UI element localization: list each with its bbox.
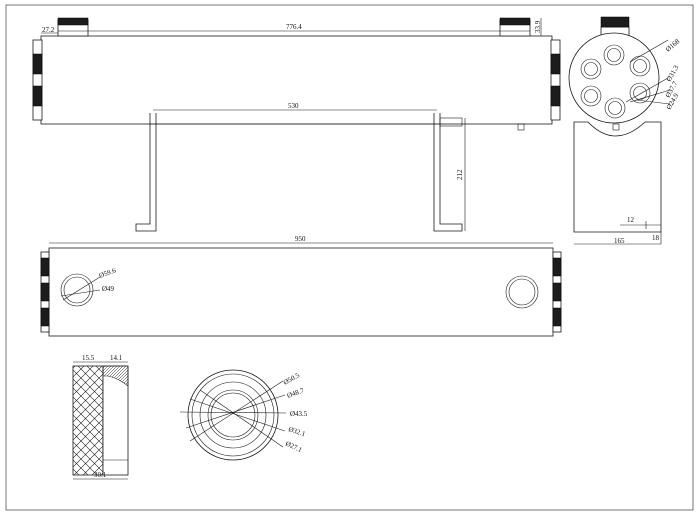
dim-end-offset: 27.2 — [42, 26, 55, 34]
dim-side-small: 12 — [627, 216, 635, 224]
top-drain-fitting — [517, 123, 525, 131]
dim-gasket-b: 14.1 — [110, 354, 123, 362]
top-left-flange-upper — [32, 53, 43, 75]
gasket-plain-body — [102, 365, 129, 476]
end-port-upper-right-inner — [633, 59, 647, 73]
end-main-circle — [568, 32, 660, 124]
front-port-right — [505, 275, 539, 309]
front-body — [48, 247, 554, 337]
leader-31 — [625, 77, 669, 103]
end-port-lower-right — [629, 82, 651, 104]
top-right-end-cap — [550, 39, 561, 121]
end-port-upper-left — [580, 58, 602, 80]
top-right-flange-lower — [550, 85, 561, 107]
dim-support-height: 212 — [456, 169, 464, 180]
end-port-upper-left-inner — [584, 62, 598, 76]
end-port-lower-left — [580, 85, 602, 107]
ring-outer — [187, 369, 279, 461]
gasket-thread — [102, 365, 129, 387]
front-right-flange-3 — [552, 307, 562, 327]
end-port-bottom-inner — [608, 101, 622, 115]
dim-port-a: Ø31.3 — [665, 64, 681, 83]
front-right-flange-2 — [552, 282, 562, 302]
ring-2 — [191, 373, 275, 457]
ring-3 — [199, 381, 267, 449]
top-left-flange-lower — [32, 85, 43, 107]
front-view: Ø59.6 Ø49 950 — [40, 235, 562, 337]
dim-port-inner: Ø49 — [102, 285, 115, 293]
support-right — [433, 113, 463, 232]
leader-49 — [60, 289, 101, 297]
ring-detail: Ø50.5 Ø48.7 Ø43.5 Ø32.1 Ø27.1 — [179, 369, 308, 461]
dim-ring-d3: Ø43.5 — [290, 410, 308, 418]
dim-side-width: 165 — [614, 237, 625, 245]
top-body — [40, 35, 553, 125]
front-left-flange-3 — [40, 307, 50, 327]
front-left-flange-1 — [40, 257, 50, 277]
dim-support-span: 530 — [288, 102, 299, 110]
dim-side-thickness: 18 — [652, 234, 660, 242]
dim-gasket-total: 30.1 — [94, 471, 107, 479]
top-left-nozzle-cap — [57, 17, 89, 26]
front-left-flange-2 — [40, 282, 50, 302]
end-top-nozzle-cap — [600, 16, 630, 28]
end-drain-fitting — [612, 123, 620, 131]
top-view: 776.4 27.2 33.9 530 212 — [32, 17, 561, 232]
end-port-lower-right-inner — [633, 86, 647, 100]
end-port-top-inner — [607, 48, 621, 62]
gasket-detail: 15.5 14.1 30.1 — [72, 354, 129, 480]
end-port-lower-left-inner — [584, 89, 598, 103]
dim-ring-d5: Ø27.1 — [284, 440, 304, 455]
ring-4 — [207, 389, 259, 441]
dim-end-diameter: Ø168 — [664, 37, 681, 53]
top-left-end-cap — [32, 39, 43, 121]
front-right-flange-1 — [552, 257, 562, 277]
dim-ring-d2: Ø48.7 — [286, 386, 305, 400]
dim-gasket-a: 15.5 — [82, 354, 95, 362]
gasket-knurled-body — [72, 365, 104, 476]
leader-24 — [635, 99, 671, 105]
end-port-top — [603, 44, 625, 66]
end-body — [573, 121, 662, 233]
leader-168 — [629, 39, 669, 63]
leader-27 — [199, 389, 284, 448]
top-right-nozzle-cap — [499, 17, 531, 26]
dim-ring-d4: Ø32.1 — [287, 425, 306, 438]
front-port-left-inner — [63, 276, 91, 304]
support-clamp — [439, 117, 463, 127]
dim-overall-length-top: 776.4 — [286, 23, 302, 31]
leader-59 — [62, 276, 101, 301]
dim-ring-d1: Ø50.5 — [282, 371, 301, 387]
drawing-frame — [5, 4, 694, 511]
front-port-left — [60, 273, 94, 307]
leader-48 — [185, 394, 286, 429]
end-port-bottom — [604, 97, 626, 119]
support-left — [135, 113, 157, 232]
top-right-flange-upper — [550, 53, 561, 75]
dim-cap-height: 33.9 — [534, 20, 542, 33]
ring-inner — [210, 392, 256, 438]
end-view: Ø168 Ø31.3 Ø37.7 Ø24.9 12 18 165 — [568, 16, 682, 245]
front-port-right-inner — [508, 278, 536, 306]
dim-overall-length-front: 950 — [295, 235, 306, 243]
leader-32 — [189, 398, 286, 432]
